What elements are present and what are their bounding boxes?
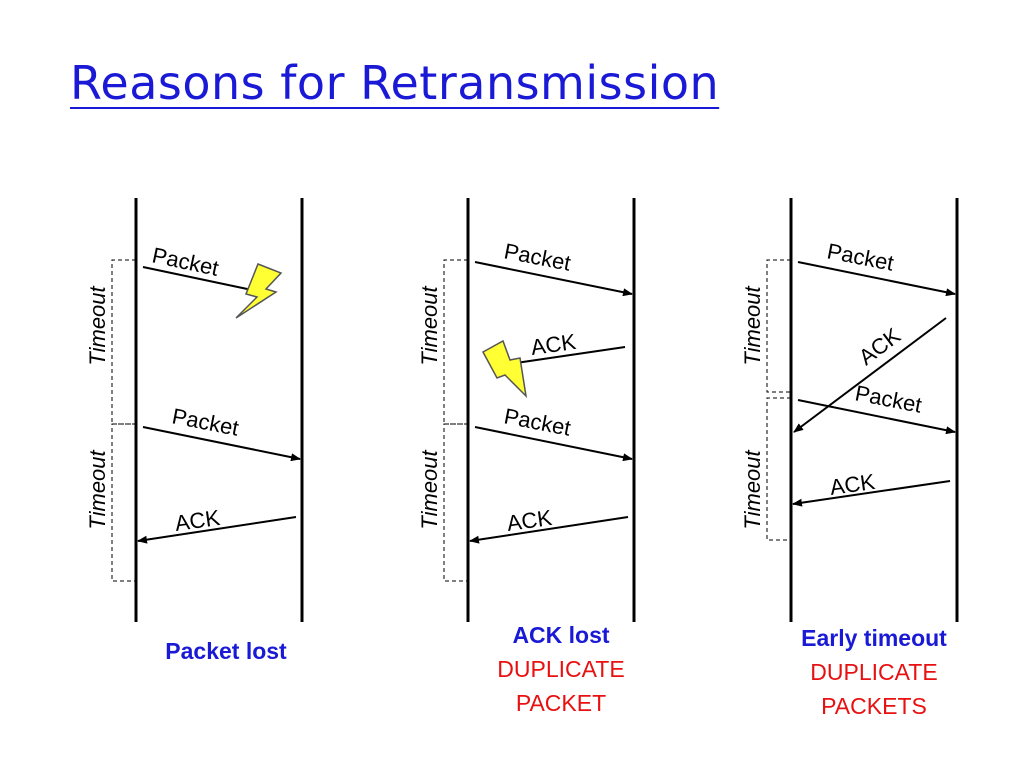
message-label: ACK bbox=[828, 469, 877, 500]
scenario-ack-lost: Timeout Timeout Packet ACK Packet ACK bbox=[417, 198, 636, 622]
caption-sub-line: PACKETS bbox=[821, 693, 927, 719]
ack-arrow-lost bbox=[515, 346, 626, 364]
caption-packet-lost: Packet lost bbox=[116, 634, 336, 668]
message-label: ACK bbox=[505, 505, 554, 536]
message-label: Packet bbox=[853, 380, 924, 417]
caption-ack-lost: ACK lost DUPLICATE PACKET bbox=[451, 618, 671, 720]
caption-main: Early timeout bbox=[801, 625, 947, 651]
timeout-label: Timeout bbox=[417, 285, 442, 365]
packet-arrow bbox=[797, 261, 956, 297]
scenario-early-timeout: Timeout Timeout Packet ACK Packet ACK bbox=[740, 198, 959, 622]
caption-sub-line: DUPLICATE bbox=[810, 659, 938, 685]
caption-early-timeout: Early timeout DUPLICATE PACKETS bbox=[764, 621, 984, 723]
timeout-label: Timeout bbox=[740, 449, 765, 529]
caption-main: Packet lost bbox=[165, 638, 287, 664]
timeout-bracket bbox=[443, 423, 468, 582]
packet-arrow bbox=[142, 426, 301, 462]
caption-sub-line: PACKET bbox=[515, 690, 607, 716]
message-label: ACK bbox=[854, 323, 905, 370]
packet-arrow-lost bbox=[142, 266, 253, 291]
timeout-bracket bbox=[766, 397, 791, 541]
caption-main: ACK lost bbox=[512, 622, 610, 648]
timeout-label: Timeout bbox=[740, 285, 765, 365]
scenario-packet-lost: Timeout Timeout Packet Packet ACK bbox=[85, 198, 304, 622]
packet-arrow bbox=[797, 399, 956, 435]
packet-arrow bbox=[474, 261, 633, 297]
ack-arrow bbox=[137, 516, 297, 544]
timeout-bracket bbox=[111, 259, 136, 425]
timeout-label: Timeout bbox=[417, 449, 442, 529]
slide-title: Reasons for Retransmission bbox=[70, 56, 720, 110]
timeout-label: Timeout bbox=[85, 285, 110, 365]
lightning-bolt-icon bbox=[481, 339, 528, 399]
ack-arrow bbox=[793, 317, 947, 433]
ack-arrow bbox=[792, 480, 951, 507]
lightning-bolt-icon bbox=[235, 263, 283, 319]
caption-sub-line: DUPLICATE bbox=[497, 656, 625, 682]
timeout-label: Timeout bbox=[85, 449, 110, 529]
packet-arrow bbox=[474, 426, 633, 462]
timeout-bracket bbox=[111, 423, 136, 582]
timeout-bracket bbox=[443, 259, 468, 425]
timeout-bracket bbox=[766, 259, 791, 393]
message-label: ACK bbox=[173, 505, 222, 536]
ack-arrow bbox=[469, 516, 629, 544]
